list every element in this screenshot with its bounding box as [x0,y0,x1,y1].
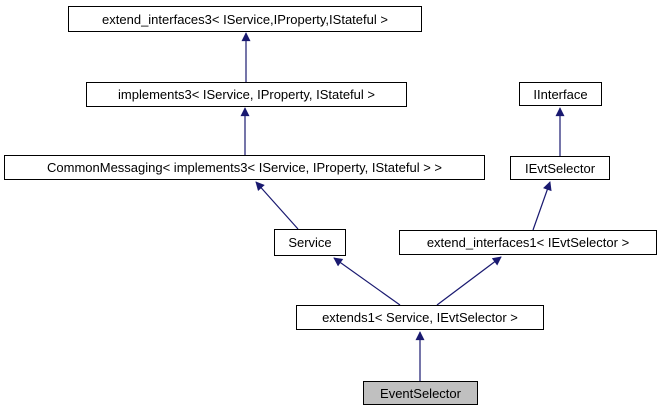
class-node-label: Service [288,235,332,250]
class-node-label: EventSelector [380,385,461,401]
class-node-label: CommonMessaging< implements3< IService, … [47,160,442,175]
inheritance-arrow-extends1-to-service [333,257,401,306]
class-node-ievtselector[interactable]: IEvtSelector [510,156,610,180]
inheritance-arrow-service-to-common-messaging [255,181,299,230]
class-node-extend-interfaces1[interactable]: extend_interfaces1< IEvtSelector > [399,230,657,255]
class-node-extend-interfaces3[interactable]: extend_interfaces3< IService,IProperty,I… [68,6,422,32]
class-node-common-messaging[interactable]: CommonMessaging< implements3< IService, … [4,155,485,180]
class-node-label: IEvtSelector [524,160,596,176]
inheritance-arrow-extends1-to-extend-interfaces1 [436,256,502,306]
class-node-label: extends1< Service, IEvtSelector > [322,310,518,325]
class-node-event-selector: EventSelector [363,381,478,405]
class-node-label: extend_interfaces1< IEvtSelector > [426,235,630,250]
class-node-label: implements3< IService, IProperty, IState… [118,87,375,102]
class-node-service[interactable]: Service [274,229,346,256]
inheritance-arrow-extend-interfaces1-to-ievtselector [532,181,552,231]
class-node-implements3[interactable]: implements3< IService, IProperty, IState… [86,82,407,107]
class-node-label: extend_interfaces3< IService,IProperty,I… [102,11,388,27]
class-node-iinterface[interactable]: IInterface [519,82,602,106]
class-node-label: IInterface [533,86,588,102]
class-node-extends1[interactable]: extends1< Service, IEvtSelector > [296,305,544,330]
